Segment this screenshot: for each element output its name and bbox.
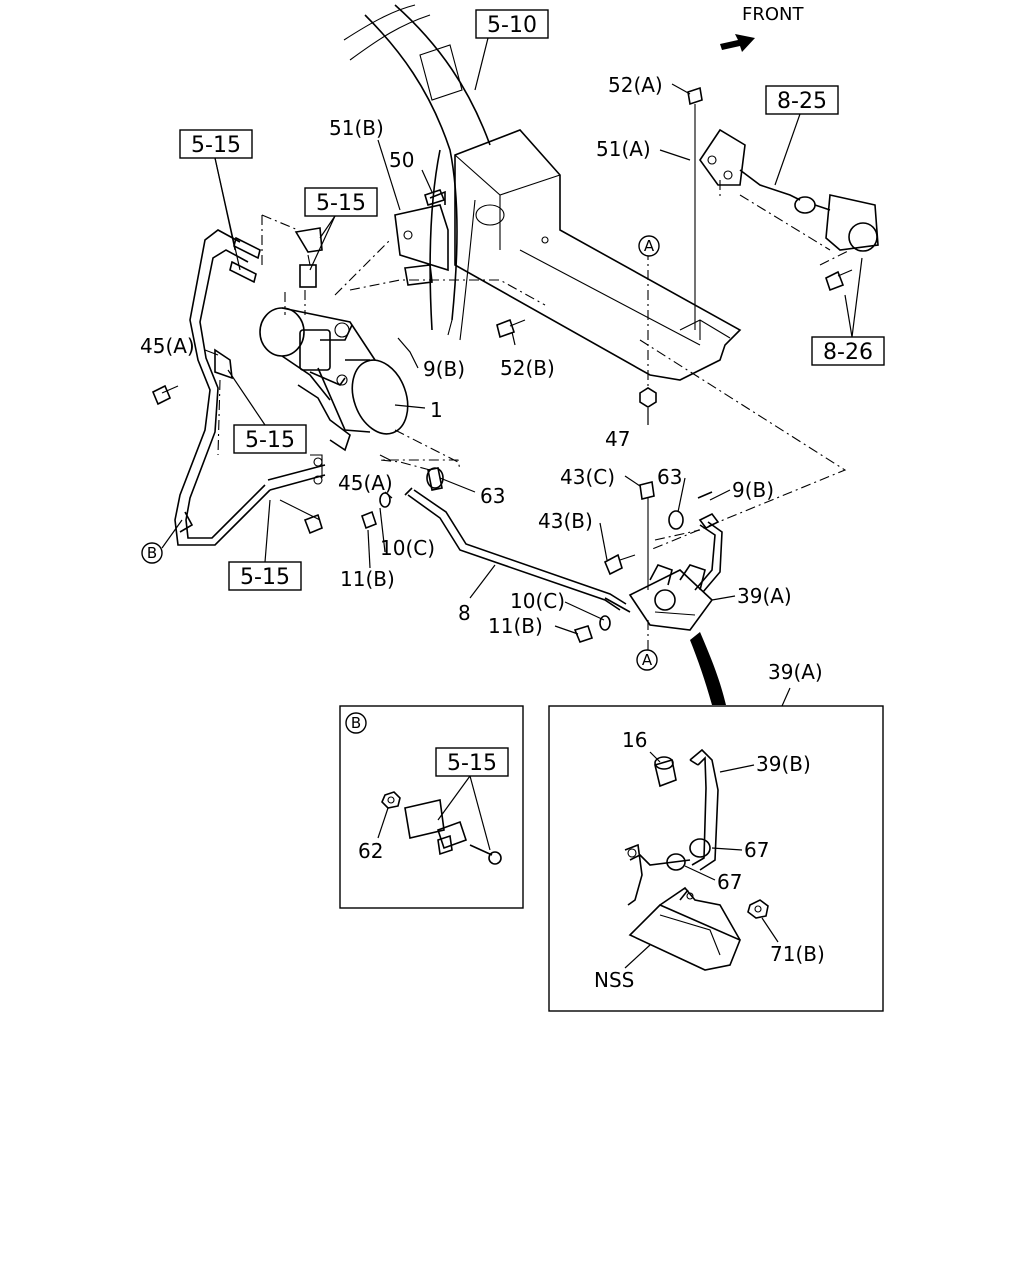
reference-lines xyxy=(394,339,847,650)
label-39a-detail: 39(A) xyxy=(768,660,823,684)
label-67-a: 67 xyxy=(744,838,769,862)
label-39b: 39(B) xyxy=(756,752,811,776)
label-67-b: 67 xyxy=(717,870,742,894)
fasteners-right xyxy=(573,481,723,643)
label-16: 16 xyxy=(622,728,647,752)
label-39a: 39(A) xyxy=(737,584,792,608)
label-45a-top: 45(A) xyxy=(140,334,195,358)
detail-b-panel: B 5-15 62 xyxy=(339,705,524,909)
ref-label-826: 8-26 xyxy=(823,340,873,365)
front-indicator: FRONT xyxy=(720,4,804,52)
label-45a-mid: 45(A) xyxy=(338,471,393,495)
ref-label-515-b: 5-15 xyxy=(316,191,366,216)
marker-b-main: B xyxy=(141,519,183,564)
label-1: 1 xyxy=(430,398,443,422)
fasteners-top xyxy=(151,86,703,456)
ref-510-group: 5-10 xyxy=(474,9,549,91)
pipe-assembly-left xyxy=(174,229,326,546)
ref-label-510: 5-10 xyxy=(487,13,537,38)
label-63-left: 63 xyxy=(480,484,505,508)
marker-a-top-label: A xyxy=(644,237,655,255)
pipe-fittings-top xyxy=(229,214,323,315)
label-9b-top: 9(B) xyxy=(423,357,465,381)
label-52a: 52(A) xyxy=(608,73,663,97)
leader-lines xyxy=(204,83,736,635)
switch-assembly xyxy=(699,128,879,292)
lever-assembly-small xyxy=(628,564,714,631)
cab-pillar xyxy=(343,4,491,341)
label-50: 50 xyxy=(389,148,414,172)
ref-826-group: 8-26 xyxy=(811,257,885,366)
crossmember xyxy=(454,129,742,381)
label-51b: 51(B) xyxy=(329,116,384,140)
label-11b-right: 11(B) xyxy=(488,614,543,638)
detail-b-marker-label: B xyxy=(351,714,361,732)
label-10c-right: 10(C) xyxy=(510,589,565,613)
label-43c: 43(C) xyxy=(560,465,615,489)
marker-b-main-label: B xyxy=(147,544,157,562)
ref-label-515-a: 5-15 xyxy=(191,133,241,158)
label-52b: 52(B) xyxy=(500,356,555,380)
ref-515-d-group: 5-15 xyxy=(228,499,302,591)
ref-label-825: 8-25 xyxy=(777,89,827,114)
ref-label-515-e: 5-15 xyxy=(447,751,497,776)
label-71b: 71(B) xyxy=(770,942,825,966)
marker-a-bottom-label: A xyxy=(642,651,653,669)
label-62: 62 xyxy=(358,839,383,863)
heater-unit xyxy=(259,307,409,452)
label-43b: 43(B) xyxy=(538,509,593,533)
fasteners-mid xyxy=(279,459,461,535)
label-8: 8 xyxy=(458,601,471,625)
label-10c-left: 10(C) xyxy=(380,536,435,560)
detail-arrow-icon xyxy=(690,632,726,705)
label-63-right: 63 xyxy=(657,465,682,489)
label-nss: NSS xyxy=(594,968,634,992)
ref-825-group: 8-25 xyxy=(765,85,839,186)
ref-label-515-c: 5-15 xyxy=(245,428,295,453)
bracket-51b xyxy=(334,190,546,306)
label-11b-left: 11(B) xyxy=(340,567,395,591)
label-9b-right: 9(B) xyxy=(732,478,774,502)
detail-39a-panel: 39(A) 16 39(B) 67 67 71(B) NSS xyxy=(548,660,884,1012)
front-label: FRONT xyxy=(742,4,804,25)
part-labels-main: 52(A) 51(A) 51(B) 50 45(A) 9(B) 52(B) 1 … xyxy=(140,73,792,638)
label-47: 47 xyxy=(605,427,630,451)
marker-a-bottom: A xyxy=(636,649,658,671)
linkage-rod xyxy=(404,487,631,613)
marker-a-top: A xyxy=(638,235,660,257)
label-51a: 51(A) xyxy=(596,137,651,161)
ref-label-515-d: 5-15 xyxy=(240,565,290,590)
ref-515-b-group: 5-15 xyxy=(304,187,378,271)
ref-515-a-group: 5-15 xyxy=(179,129,253,271)
front-arrow-icon xyxy=(720,34,755,52)
ref-515-c-group: 5-15 xyxy=(227,369,307,454)
